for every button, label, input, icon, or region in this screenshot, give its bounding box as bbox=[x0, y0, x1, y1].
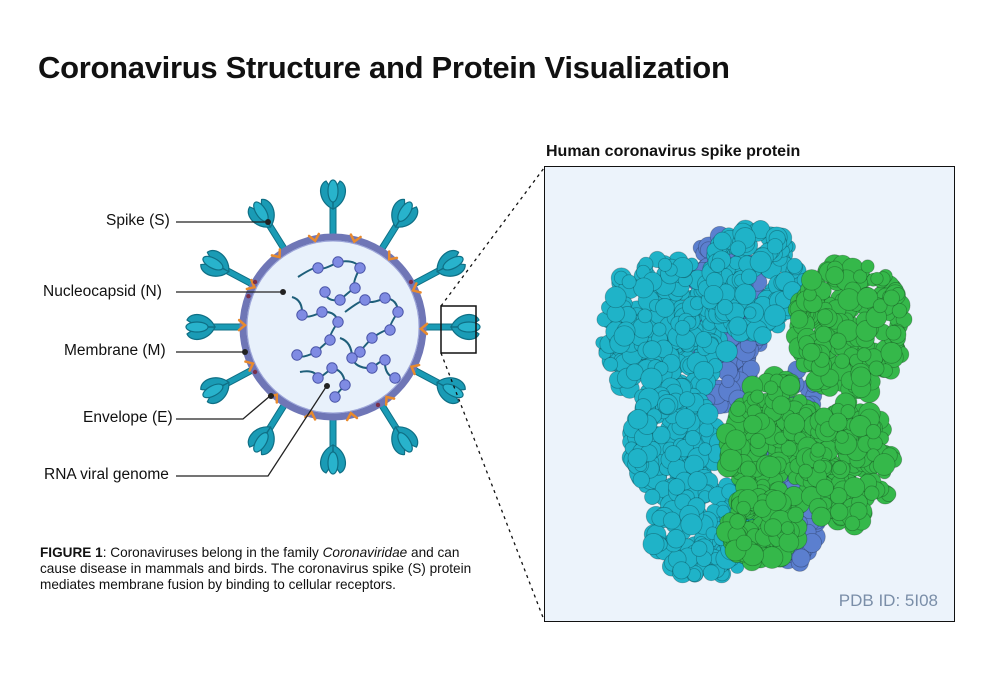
spike-icon bbox=[185, 313, 246, 341]
zoom-connector-top bbox=[440, 167, 545, 307]
nucleocapsid-icon bbox=[332, 316, 344, 328]
nucleocapsid-icon bbox=[392, 306, 404, 318]
nucleocapsid-icon bbox=[329, 391, 341, 403]
membrane-protein-icon bbox=[375, 402, 381, 408]
envelope-icon bbox=[387, 250, 399, 261]
nucleocapsid-icon bbox=[366, 332, 378, 344]
nucleocapsid-icon bbox=[310, 346, 322, 358]
label-membrane: Membrane (M) bbox=[64, 342, 166, 359]
protein-chain-green bbox=[785, 254, 913, 404]
spike-icon bbox=[376, 399, 419, 456]
protein-chain-green-right bbox=[795, 392, 903, 536]
leader-dot bbox=[242, 349, 248, 355]
nucleocapsid-icon bbox=[326, 362, 338, 374]
leader-line bbox=[176, 395, 271, 420]
caption-family: Coronaviridae bbox=[322, 545, 408, 560]
nucleocapsid-icon bbox=[349, 282, 361, 294]
envelope-icon bbox=[270, 248, 282, 259]
spike-icon bbox=[408, 364, 466, 404]
nucleocapsid-icon bbox=[379, 292, 391, 304]
protein-panel: PDB ID: 5I08 bbox=[544, 166, 955, 622]
spike-icon bbox=[200, 364, 258, 404]
caption-text-before: : Coronaviruses belong in the family bbox=[102, 545, 323, 560]
leader-line bbox=[176, 386, 327, 477]
envelope-icon bbox=[384, 395, 396, 406]
label-rna: RNA viral genome bbox=[44, 466, 169, 483]
spike-icon bbox=[319, 414, 347, 475]
protein-title: Human coronavirus spike protein bbox=[546, 143, 801, 160]
nucleocapsid-icon bbox=[359, 294, 371, 306]
envelope-icon bbox=[244, 360, 255, 372]
leader-dot bbox=[324, 383, 330, 389]
envelope-icon bbox=[307, 232, 321, 243]
nucleocapsid-icon bbox=[354, 262, 366, 274]
label-nucleocapsid: Nucleocapsid (N) bbox=[43, 283, 162, 300]
nucleocapsid-icon bbox=[366, 362, 378, 374]
envelope-icon bbox=[237, 318, 247, 332]
label-spike: Spike (S) bbox=[106, 212, 170, 229]
nucleocapsid-icon bbox=[389, 372, 401, 384]
spike-icon bbox=[408, 250, 466, 290]
membrane-protein-icon bbox=[408, 279, 414, 285]
envelope-icon bbox=[245, 278, 257, 291]
nucleocapsid-icon bbox=[346, 352, 358, 364]
spike-protein-render bbox=[595, 219, 913, 584]
membrane-protein-icon bbox=[252, 279, 258, 285]
membrane-protein-icon bbox=[246, 294, 251, 299]
caption-figure-label: FIGURE 1 bbox=[40, 545, 103, 560]
envelope-icon bbox=[419, 322, 429, 336]
nucleocapsid-icon bbox=[379, 354, 391, 366]
envelope-icon bbox=[409, 363, 421, 376]
nucleocapsid-icon bbox=[339, 379, 351, 391]
leader-dot bbox=[268, 393, 274, 399]
leader-dot bbox=[280, 289, 286, 295]
membrane-protein-icon bbox=[252, 369, 258, 375]
nucleocapsid-icon bbox=[332, 256, 344, 268]
spike-icon bbox=[200, 250, 258, 290]
protein-chain-cyan-mid bbox=[621, 377, 731, 512]
spike-icon bbox=[420, 313, 481, 341]
envelope-icon bbox=[345, 411, 359, 422]
spike-icon bbox=[319, 179, 347, 240]
zoom-box bbox=[440, 305, 477, 354]
nucleocapsid-icon bbox=[324, 334, 336, 346]
page-title: Coronavirus Structure and Protein Visual… bbox=[38, 50, 730, 85]
spike-icon bbox=[247, 399, 290, 456]
envelope-icon bbox=[411, 282, 422, 294]
figure-caption: FIGURE 1: Coronaviruses belong in the fa… bbox=[40, 545, 480, 593]
protein-chain-cyan-top bbox=[697, 219, 812, 345]
zoom-connector-bottom bbox=[440, 352, 545, 621]
caption-text-after: and can cause disease in mammals and bir… bbox=[40, 545, 472, 592]
envelope-icon bbox=[349, 233, 362, 244]
nucleocapsid-icon bbox=[319, 286, 331, 298]
nucleocapsid-icon bbox=[312, 262, 324, 274]
protein-chain-green-bottom bbox=[715, 488, 808, 572]
label-envelope: Envelope (E) bbox=[83, 409, 173, 426]
nucleocapsid-icon bbox=[291, 349, 303, 361]
spike-icon bbox=[376, 198, 419, 255]
nucleocapsid-icon bbox=[316, 306, 328, 318]
leader-dot bbox=[265, 219, 271, 225]
nucleocapsid-icon bbox=[354, 346, 366, 358]
pdb-id: PDB ID: 5I08 bbox=[838, 591, 938, 610]
nucleocapsid-icon bbox=[384, 324, 396, 336]
nucleocapsid-icon bbox=[334, 294, 346, 306]
nucleocapsid-icon bbox=[296, 309, 308, 321]
nucleocapsid-icon bbox=[312, 372, 324, 384]
